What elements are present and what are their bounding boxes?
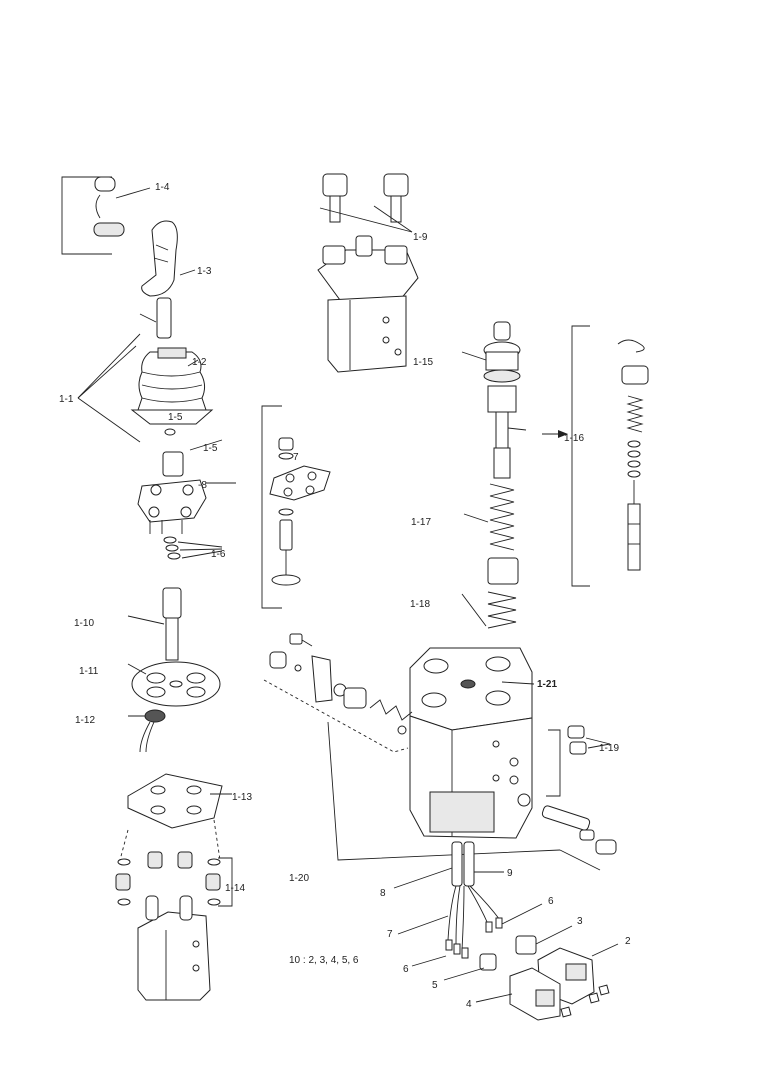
part-1-8-plate-assembly <box>137 439 236 560</box>
part-side-cartridge <box>263 633 413 753</box>
part-1-19-fittings <box>546 725 611 797</box>
part-1-18-spring <box>461 557 519 629</box>
label-1-16: 1-16 <box>564 433 584 444</box>
label-1-11: 1-11 <box>79 666 99 677</box>
label-5: 5 <box>432 980 438 991</box>
label-1-15: 1-15 <box>413 357 433 368</box>
part-1-14-plungers <box>115 851 233 907</box>
label-1-19: 1-19 <box>599 743 619 754</box>
callout-labels: 1-4 1-3 1-2 1-1 1-5 1-5 -8 1-6 7 1-9 1-1… <box>59 182 631 1010</box>
part-plug-shaft <box>541 805 617 855</box>
leader-1-1 <box>77 333 141 443</box>
lower-valve-body <box>137 895 211 1001</box>
label-1-18: 1-18 <box>410 599 430 610</box>
label-1-12: 1-12 <box>75 715 95 726</box>
part-1-13-plate <box>127 773 232 829</box>
label-1-5b: 1-5 <box>203 443 218 454</box>
part-1-11-disc <box>127 661 221 707</box>
part-1-15-spool <box>461 321 527 449</box>
part-1-9-pistons <box>319 173 413 233</box>
label-1-3: 1-3 <box>197 266 212 277</box>
connection-lines <box>327 721 601 871</box>
part-1-17-spring <box>463 447 515 551</box>
part-connectors <box>443 925 619 1021</box>
label-1-2: 1-2 <box>192 357 207 368</box>
label-4: 4 <box>466 999 472 1010</box>
label-8-harness: 8 <box>380 888 386 899</box>
part-1-3-handle <box>139 220 196 339</box>
label-2: 2 <box>625 936 631 947</box>
label-1-1: 1-1 <box>59 394 74 405</box>
part-1-4-detail <box>61 176 151 255</box>
part-7-subassembly <box>261 405 331 609</box>
part-wire-harness <box>393 841 543 967</box>
label-1-13: 1-13 <box>232 792 252 803</box>
label-1-9: 1-9 <box>413 232 428 243</box>
label-1-4: 1-4 <box>155 182 170 193</box>
label-1-14: 1-14 <box>225 883 245 894</box>
label-1-10: 1-10 <box>74 618 94 629</box>
label-7-harness: 7 <box>387 929 393 940</box>
label-9: 9 <box>507 868 513 879</box>
kit-note: 10 : 2, 3, 4, 5, 6 <box>289 955 359 966</box>
label-7-top: 7 <box>293 452 299 463</box>
label-1-17: 1-17 <box>411 517 431 528</box>
label-1-20: 1-20 <box>289 873 309 884</box>
part-1-21-housing <box>409 647 535 839</box>
label-6-upper: 6 <box>548 896 554 907</box>
label-1-6: 1-6 <box>211 549 226 560</box>
part-1-10-shaft <box>127 587 182 661</box>
label-6-lower: 6 <box>403 964 409 975</box>
guide-lines <box>119 819 221 861</box>
label-1-21: 1-21 <box>537 679 557 690</box>
part-1-12-sensor <box>128 709 166 753</box>
top-valve-body <box>317 235 419 373</box>
label-3: 3 <box>577 916 583 927</box>
part-1-2-boot <box>130 347 214 436</box>
label-8: -8 <box>198 480 207 491</box>
part-1-16-detail <box>542 325 649 587</box>
label-1-5a: 1-5 <box>168 412 183 423</box>
